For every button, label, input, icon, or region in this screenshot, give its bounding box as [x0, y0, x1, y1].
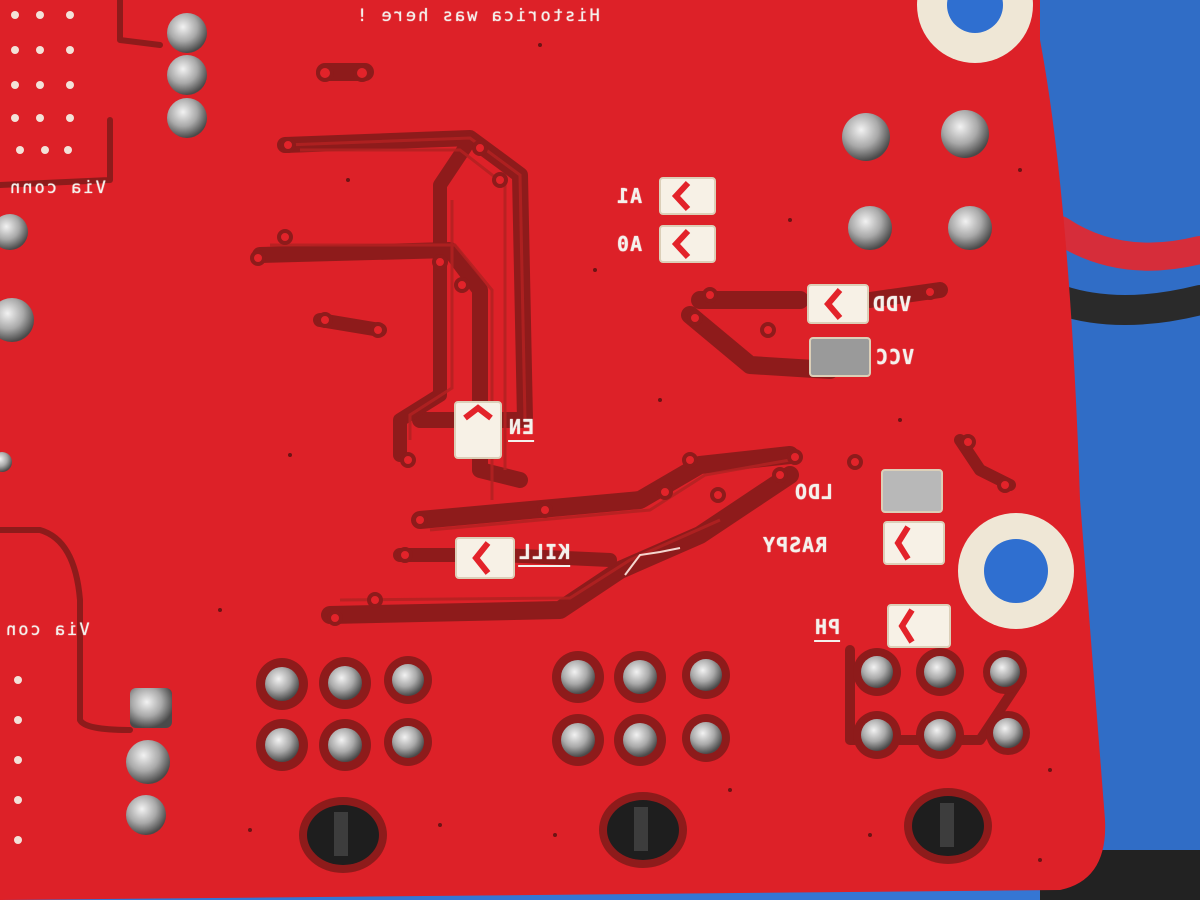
- label-vdd: VDD: [872, 292, 912, 316]
- mounting-hole-top: [917, 0, 1033, 63]
- vias: [250, 64, 1013, 626]
- mounting-hole-right: [958, 513, 1074, 629]
- label-ldo: LDO: [794, 480, 834, 504]
- silkscreen-via-label-lower: Via con: [4, 620, 90, 640]
- jumper-pads: [454, 177, 951, 648]
- red-wire: [1046, 216, 1200, 271]
- header-pins-top-left: [0, 13, 207, 472]
- label-a1: A1: [616, 184, 643, 208]
- label-kill: KILL: [518, 540, 571, 567]
- silkscreen-top-text: Historica was here !: [355, 6, 600, 26]
- silkscreen-via-label-upper: Via conn: [8, 178, 106, 198]
- label-vcc: VCC: [875, 345, 915, 369]
- bottom-connectors: [299, 788, 992, 873]
- label-raspy: RASPY: [762, 533, 828, 557]
- proto-grid-bottom: [14, 676, 22, 844]
- header-pins-bottom-left: [126, 688, 172, 835]
- label-en: EN: [508, 415, 535, 442]
- solder-pads-top-right: [842, 110, 992, 250]
- proto-grid-top: [11, 11, 74, 154]
- black-wire: [1045, 285, 1200, 325]
- label-a0: A0: [616, 232, 643, 256]
- through-hole-pads-bottom: [256, 648, 1030, 771]
- label-ph: PH: [814, 615, 841, 642]
